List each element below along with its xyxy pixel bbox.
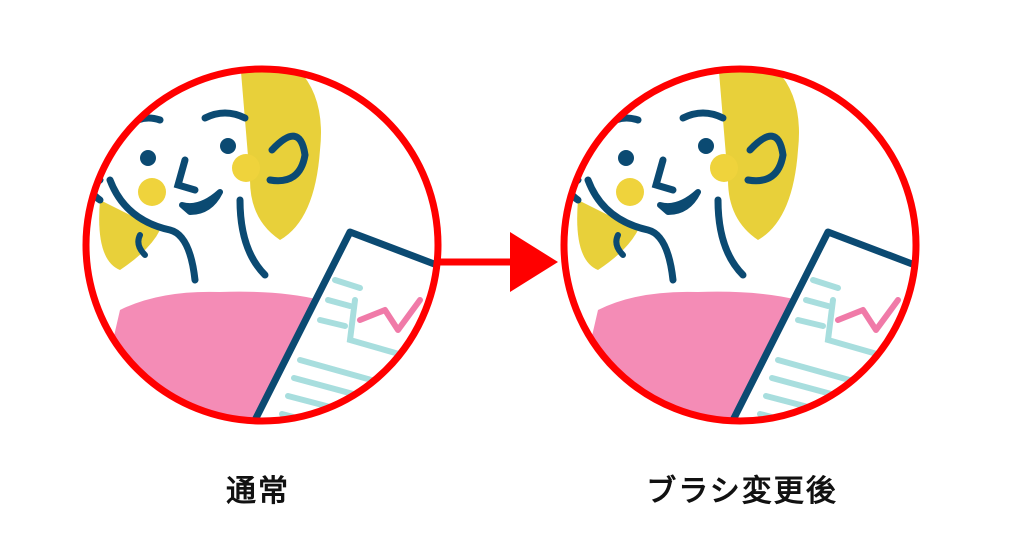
after-circle-frame bbox=[560, 65, 920, 425]
after-label: ブラシ変更後 bbox=[646, 474, 838, 509]
before-label: 通常 bbox=[226, 474, 290, 509]
after-illustration bbox=[558, 33, 928, 460]
before-illustration bbox=[80, 33, 450, 460]
before-circle-frame bbox=[82, 65, 442, 425]
arrow-icon bbox=[440, 232, 558, 292]
